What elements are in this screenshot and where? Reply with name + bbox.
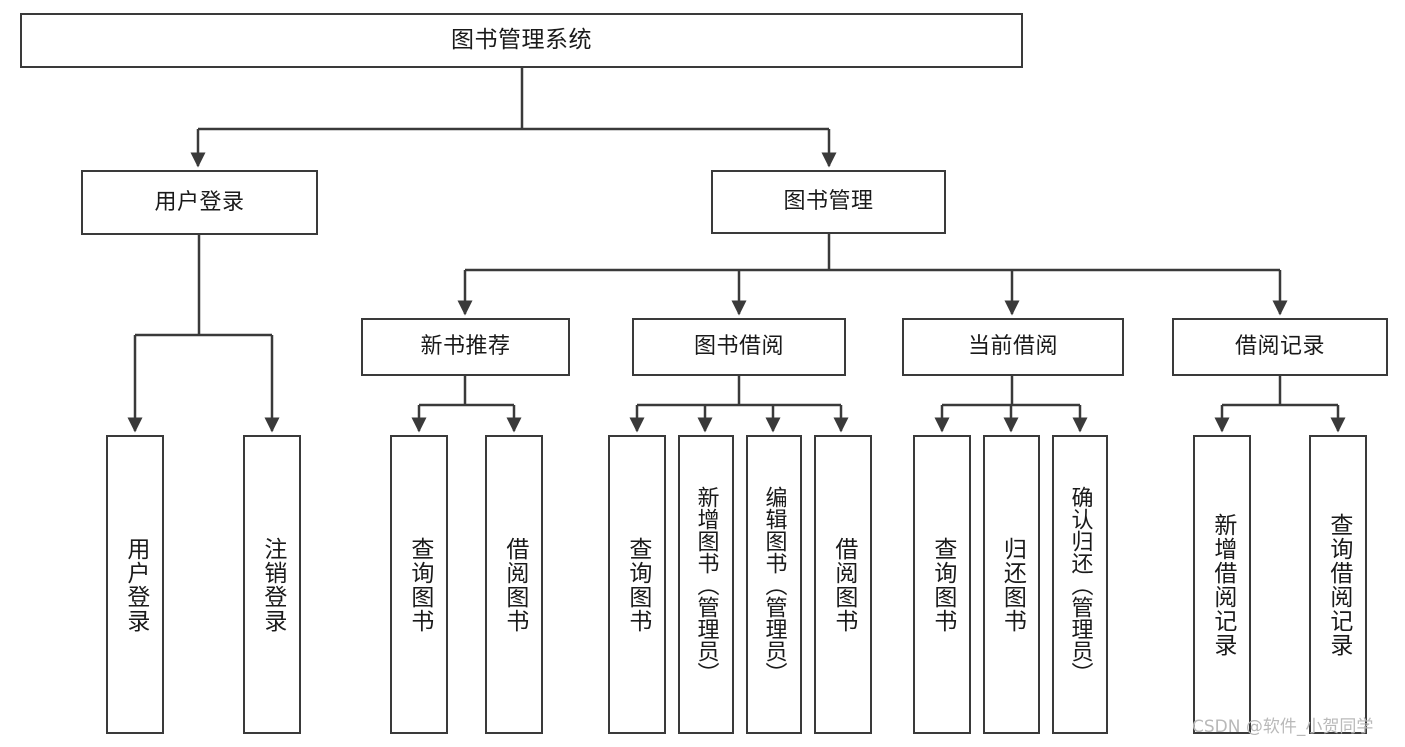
node-new-book-rec-label: 新书推荐	[420, 334, 511, 359]
leaf-add-book[interactable]: 新增图书（管理员）	[678, 435, 734, 734]
node-new-book-rec[interactable]: 新书推荐	[361, 318, 570, 376]
node-book-manage-label: 图书管理	[783, 189, 874, 214]
leaf-borrow-book-1[interactable]: 借阅图书	[485, 435, 543, 734]
node-borrow-record-label: 借阅记录	[1234, 334, 1325, 359]
node-root[interactable]: 图书管理系统	[20, 13, 1023, 68]
leaf-query-record-label: 查询借阅记录	[1325, 512, 1352, 657]
leaf-edit-book[interactable]: 编辑图书（管理员）	[746, 435, 802, 734]
node-current-borrow-label: 当前借阅	[967, 334, 1058, 359]
leaf-borrow-book-2[interactable]: 借阅图书	[814, 435, 872, 734]
leaf-add-record-label: 新增借阅记录	[1209, 512, 1236, 657]
node-borrow-record[interactable]: 借阅记录	[1172, 318, 1388, 376]
leaf-borrow-book-1-label: 借阅图书	[501, 536, 528, 633]
leaf-logout[interactable]: 注销登录	[243, 435, 301, 734]
leaf-query-book-1-label: 查询图书	[406, 536, 433, 633]
leaf-add-book-label: 新增图书（管理员）	[693, 485, 719, 684]
watermark: CSDN @软件_小贺同学	[1192, 717, 1374, 737]
leaf-logout-label: 注销登录	[259, 536, 286, 633]
leaf-user-login[interactable]: 用户登录	[106, 435, 164, 734]
leaf-add-record[interactable]: 新增借阅记录	[1193, 435, 1251, 734]
leaf-confirm-return[interactable]: 确认归还（管理员）	[1052, 435, 1108, 734]
node-user-login[interactable]: 用户登录	[81, 170, 318, 235]
node-book-manage[interactable]: 图书管理	[711, 170, 946, 234]
leaf-query-book-2-label: 查询图书	[624, 536, 651, 633]
leaf-user-login-label: 用户登录	[122, 536, 149, 633]
leaf-query-book-3-label: 查询图书	[929, 536, 956, 633]
node-book-borrow[interactable]: 图书借阅	[632, 318, 846, 376]
node-user-login-label: 用户登录	[154, 189, 245, 215]
node-root-label: 图书管理系统	[451, 27, 592, 53]
node-current-borrow[interactable]: 当前借阅	[902, 318, 1124, 376]
leaf-query-record[interactable]: 查询借阅记录	[1309, 435, 1367, 734]
leaf-query-book-2[interactable]: 查询图书	[608, 435, 666, 734]
node-book-borrow-label: 图书借阅	[693, 334, 784, 359]
leaf-edit-book-label: 编辑图书（管理员）	[761, 485, 787, 684]
leaf-confirm-return-label: 确认归还（管理员）	[1067, 485, 1093, 684]
leaf-return-book[interactable]: 归还图书	[983, 435, 1040, 734]
leaf-query-book-1[interactable]: 查询图书	[390, 435, 448, 734]
leaf-query-book-3[interactable]: 查询图书	[913, 435, 971, 734]
leaf-borrow-book-2-label: 借阅图书	[830, 536, 857, 633]
leaf-return-book-label: 归还图书	[999, 536, 1026, 633]
